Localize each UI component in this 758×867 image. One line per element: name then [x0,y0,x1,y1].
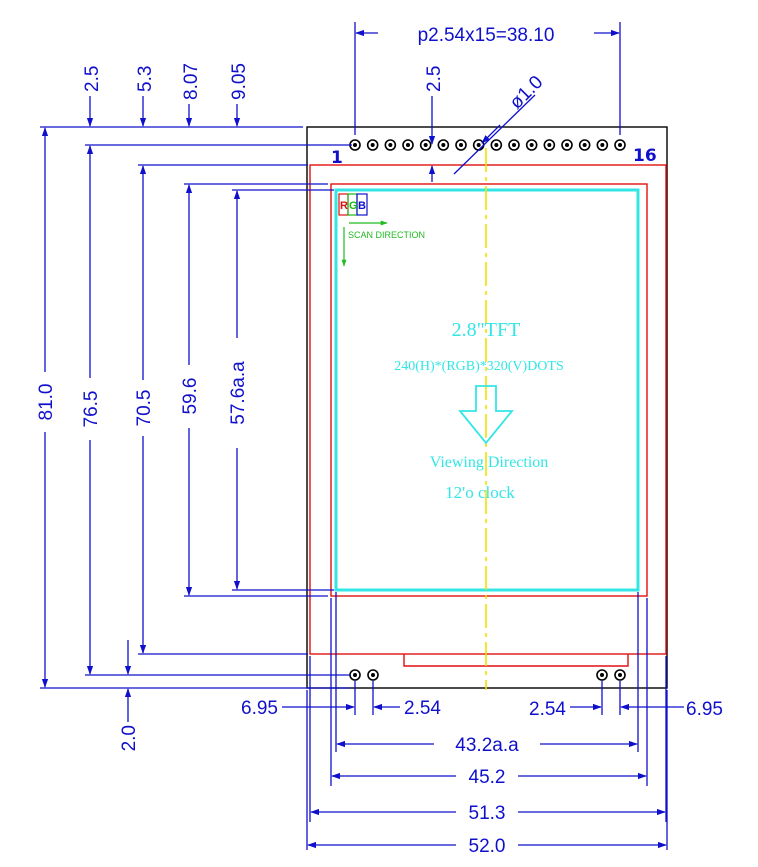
header-pin-center [529,143,534,147]
left-dim-596: 59.6 [180,378,201,415]
header-pin-center [565,143,569,147]
header-pin [437,139,450,151]
rgb-subpixel-legend: R G B [338,193,368,216]
panel-resolution: 240(H)*(RGB)*320(V)DOTS [394,359,564,374]
dimension-lines [40,22,684,850]
viewing-area-outline [330,183,648,597]
header-pin-center [582,143,587,147]
panel-title: 2.8"TFT [452,319,521,341]
top-dim-905: 9.05 [229,63,250,100]
bottom-dim-254-left: 2.54 [404,698,441,719]
left-dim-810: 81.0 [36,384,57,421]
header-pin [614,139,626,151]
pin-first-label: 1 [331,148,343,168]
header-pin-center [441,143,446,147]
active-area-outline [334,188,640,592]
header-pin [596,139,609,151]
viewing-direction-arrow [458,385,514,445]
header-pin [384,139,397,151]
hole-leader-arrow [481,124,501,144]
mount-hole [353,673,357,677]
header-pin-center [547,143,552,147]
hole-diameter-label: ø1.0 [506,72,548,114]
header-pin-center [476,143,481,147]
top-dim-25-top: 2.5 [424,66,445,92]
header-pin [525,139,538,151]
left-dim-705: 70.5 [134,390,155,427]
header-pin-center [370,143,375,147]
rgb-g-label: G [349,200,358,212]
top-dim-53: 5.3 [135,66,156,92]
rgb-blue-box [356,193,368,216]
top-dim-807: 8.07 [181,63,202,100]
bottom-mount-holes [349,669,626,681]
header-pin-center [388,143,393,147]
mount-hole [371,673,375,677]
fpc-tail [403,654,629,667]
rgb-r-label: R [340,200,348,212]
pitch-label: p2.54x15=38.10 [418,25,555,46]
rgb-b-label: B [358,200,366,212]
header-pin-center [512,143,516,147]
bottom-dim-695-right: 6.95 [686,699,723,720]
mount-hole [600,673,604,677]
bottom-dim-452: 45.2 [469,767,506,788]
header-pin [490,139,503,151]
mount-hole [618,673,622,677]
header-pin [402,139,414,151]
mount-hole [596,669,608,681]
viewing-direction-label: Viewing Direction [430,454,549,471]
left-dim-765: 76.5 [81,391,102,428]
bottom-dim-695-left: 6.95 [241,698,278,719]
module-outline [306,126,668,689]
viewing-clock-label: 12'o clock [445,483,515,502]
mount-hole [614,669,626,681]
header-pin [455,139,467,151]
left-dim-576aa: 57.6a.a [228,361,249,425]
header-pin [578,139,591,151]
header-pin-center [618,143,622,147]
bottom-dim-432aa: 43.2a.a [455,735,519,756]
left-dim-20: 2.0 [119,725,140,751]
glass-outline [309,164,667,655]
header-pin-center [494,143,499,147]
header-pin [419,139,432,151]
bottom-dim-520: 52.0 [469,836,506,857]
header-pin [366,139,379,151]
header-pin-center [406,143,410,147]
bottom-dim-513: 51.3 [469,803,506,824]
header-pin-center [600,143,605,147]
header-pin [543,139,556,151]
top-dim-25-left: 2.5 [82,66,103,92]
pin-last-label: 16 [633,146,657,166]
bottom-dim-254-right: 2.54 [529,699,566,720]
header-pin [561,139,573,151]
scan-direction-label: SCAN DIRECTION [348,230,425,240]
header-pin-center [459,143,463,147]
mount-hole [367,669,379,681]
header-pin [508,139,520,151]
header-pin-row [349,139,626,151]
hole-leader [453,94,536,175]
header-pin-center [423,143,428,147]
header-pin-center [353,143,357,147]
